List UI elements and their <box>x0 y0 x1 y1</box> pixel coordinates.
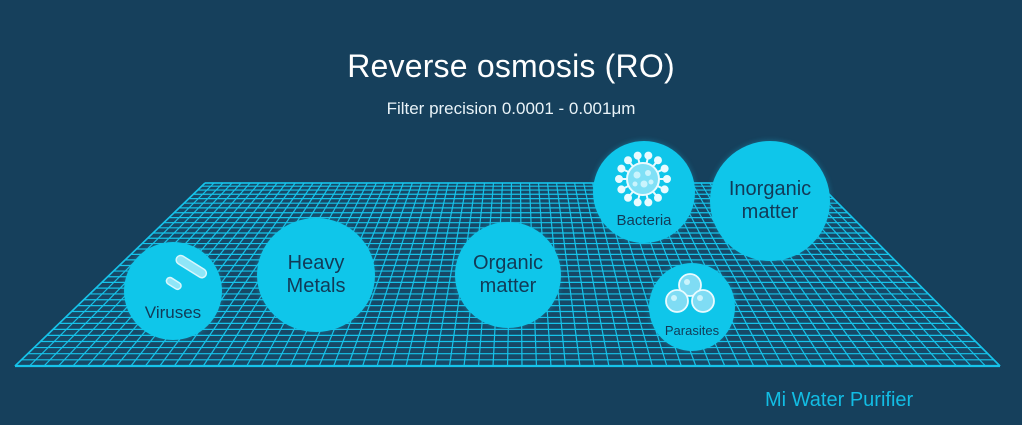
bacteria-spike-tip <box>660 164 669 173</box>
bacteria-spike-tip <box>653 193 662 202</box>
bacteria-spike-tip <box>644 151 653 160</box>
bacteria-spike-tip <box>644 198 653 207</box>
heavy-metals-label: Heavy Metals <box>286 252 346 297</box>
bacteria-spike-tip <box>633 151 642 160</box>
bacteria-spike-tip <box>615 175 623 183</box>
virus-capsule-icon <box>165 254 208 291</box>
bacteria-icon <box>615 151 671 207</box>
bacteria-spike-tip <box>624 193 633 202</box>
bacteria-label: Bacteria <box>616 212 672 229</box>
bacteria-spike-tip <box>633 198 642 207</box>
grid-line <box>14 182 206 367</box>
brand-label: Mi Water Purifier <box>765 389 914 411</box>
bacteria-spike-tip <box>624 156 633 165</box>
bacteria-spike-tip <box>660 185 669 194</box>
parasites-label: Parasites <box>664 323 720 338</box>
inorganic-matter-label: Inorganic matter <box>728 178 812 223</box>
bacteria-spike-tip <box>617 185 626 194</box>
page-title: Reverse osmosis (RO) <box>347 48 675 84</box>
inorganic-matter-bubble: Inorganic matter <box>710 141 830 261</box>
bacteria-spike-tip <box>663 175 671 183</box>
parasite-cells-icon <box>665 273 715 313</box>
heavy-metals-bubble: Heavy Metals <box>257 218 375 332</box>
organic-matter-label: Organic matter <box>472 252 544 297</box>
viruses-bubble <box>124 242 222 340</box>
bacteria-spike-tip <box>653 156 662 165</box>
organic-matter-bubble: Organic matter <box>455 222 561 328</box>
bacteria-spike-tip <box>617 164 626 173</box>
page-subtitle: Filter precision 0.0001 - 0.001μm <box>386 99 636 118</box>
viruses-label: Viruses <box>144 303 202 322</box>
grid-line <box>817 182 1001 367</box>
